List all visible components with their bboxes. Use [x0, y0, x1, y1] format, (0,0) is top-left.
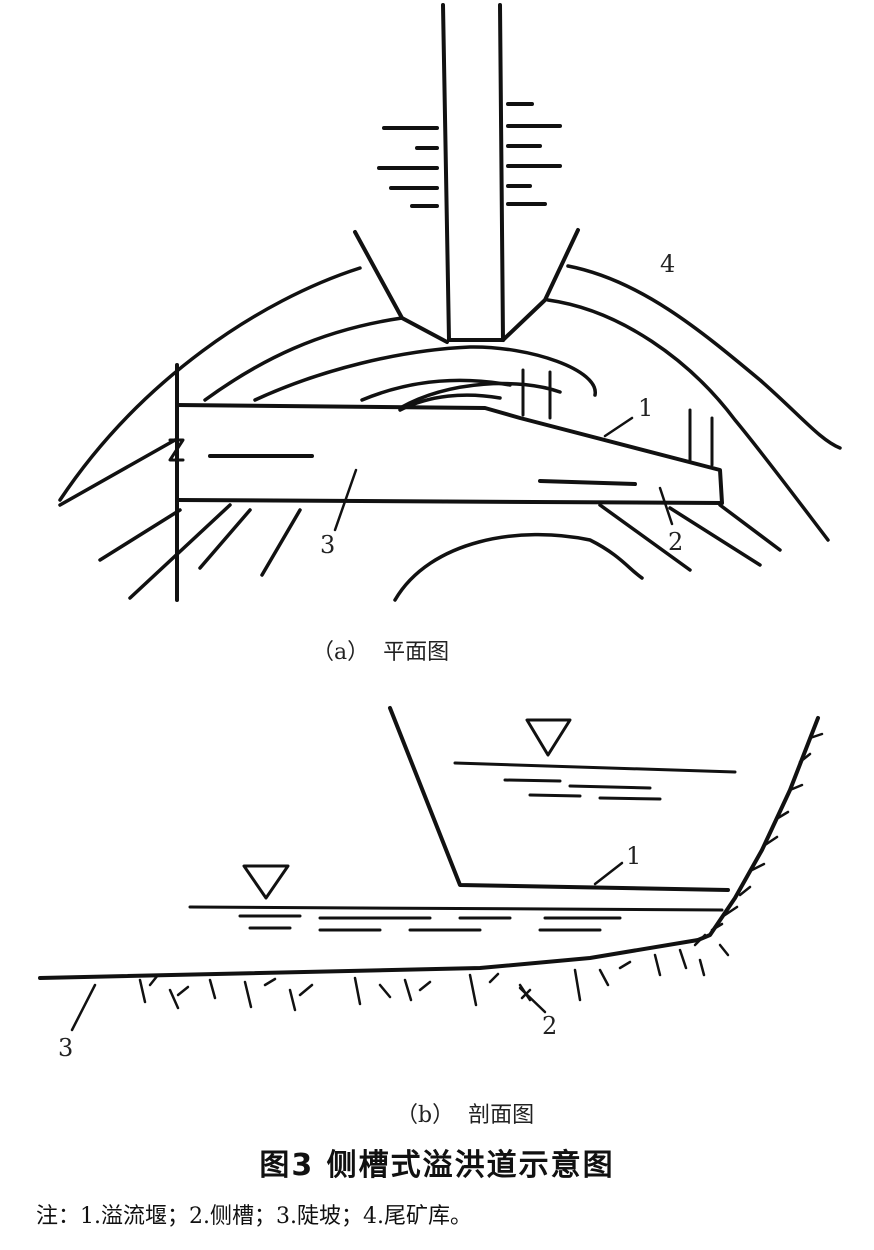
label-chute-section: 3: [58, 1034, 73, 1062]
outlet-channel: [441, 3, 505, 342]
label-tailings-reservoir: 4: [660, 250, 675, 278]
section-leaders: [70, 861, 624, 1032]
upper-water: [453, 761, 737, 801]
flow-dashes: [377, 102, 562, 208]
section-view: [38, 706, 824, 1032]
label-weir-section: 1: [626, 842, 641, 870]
slope-marks: [58, 438, 782, 600]
figure-note: 注：1.溢流堰；2.侧槽；3.陡坡；4.尾矿库。: [36, 1204, 472, 1229]
weir-section: [388, 706, 730, 892]
plan-labels: 1 2 3 4: [320, 250, 683, 559]
channel-water: [188, 905, 724, 932]
figure-title: 图3 侧槽式溢洪道示意图: [259, 1148, 615, 1183]
plan-view-caption: （a） 平面图: [312, 640, 450, 665]
side-channel-plan: [175, 363, 724, 602]
contour-lines: [58, 264, 842, 602]
section-view-caption: （b） 剖面图: [396, 1103, 535, 1128]
water-level-markers: [242, 718, 572, 900]
right-bank: [696, 716, 820, 942]
funnel: [353, 228, 580, 344]
channel-bed: [38, 938, 700, 980]
weir-inflow-arrows: [521, 368, 714, 467]
channel-flow: [208, 454, 637, 486]
label-chute: 3: [320, 531, 335, 559]
label-side-channel: 2: [668, 528, 683, 556]
label-weir: 1: [638, 394, 653, 422]
leaders: [333, 416, 674, 532]
label-side-channel-section: 2: [542, 1012, 557, 1040]
break-mark: [168, 438, 185, 462]
ground-hatching: [138, 732, 824, 1012]
plan-view: [58, 3, 842, 602]
section-labels: 1 2 3: [58, 842, 641, 1062]
